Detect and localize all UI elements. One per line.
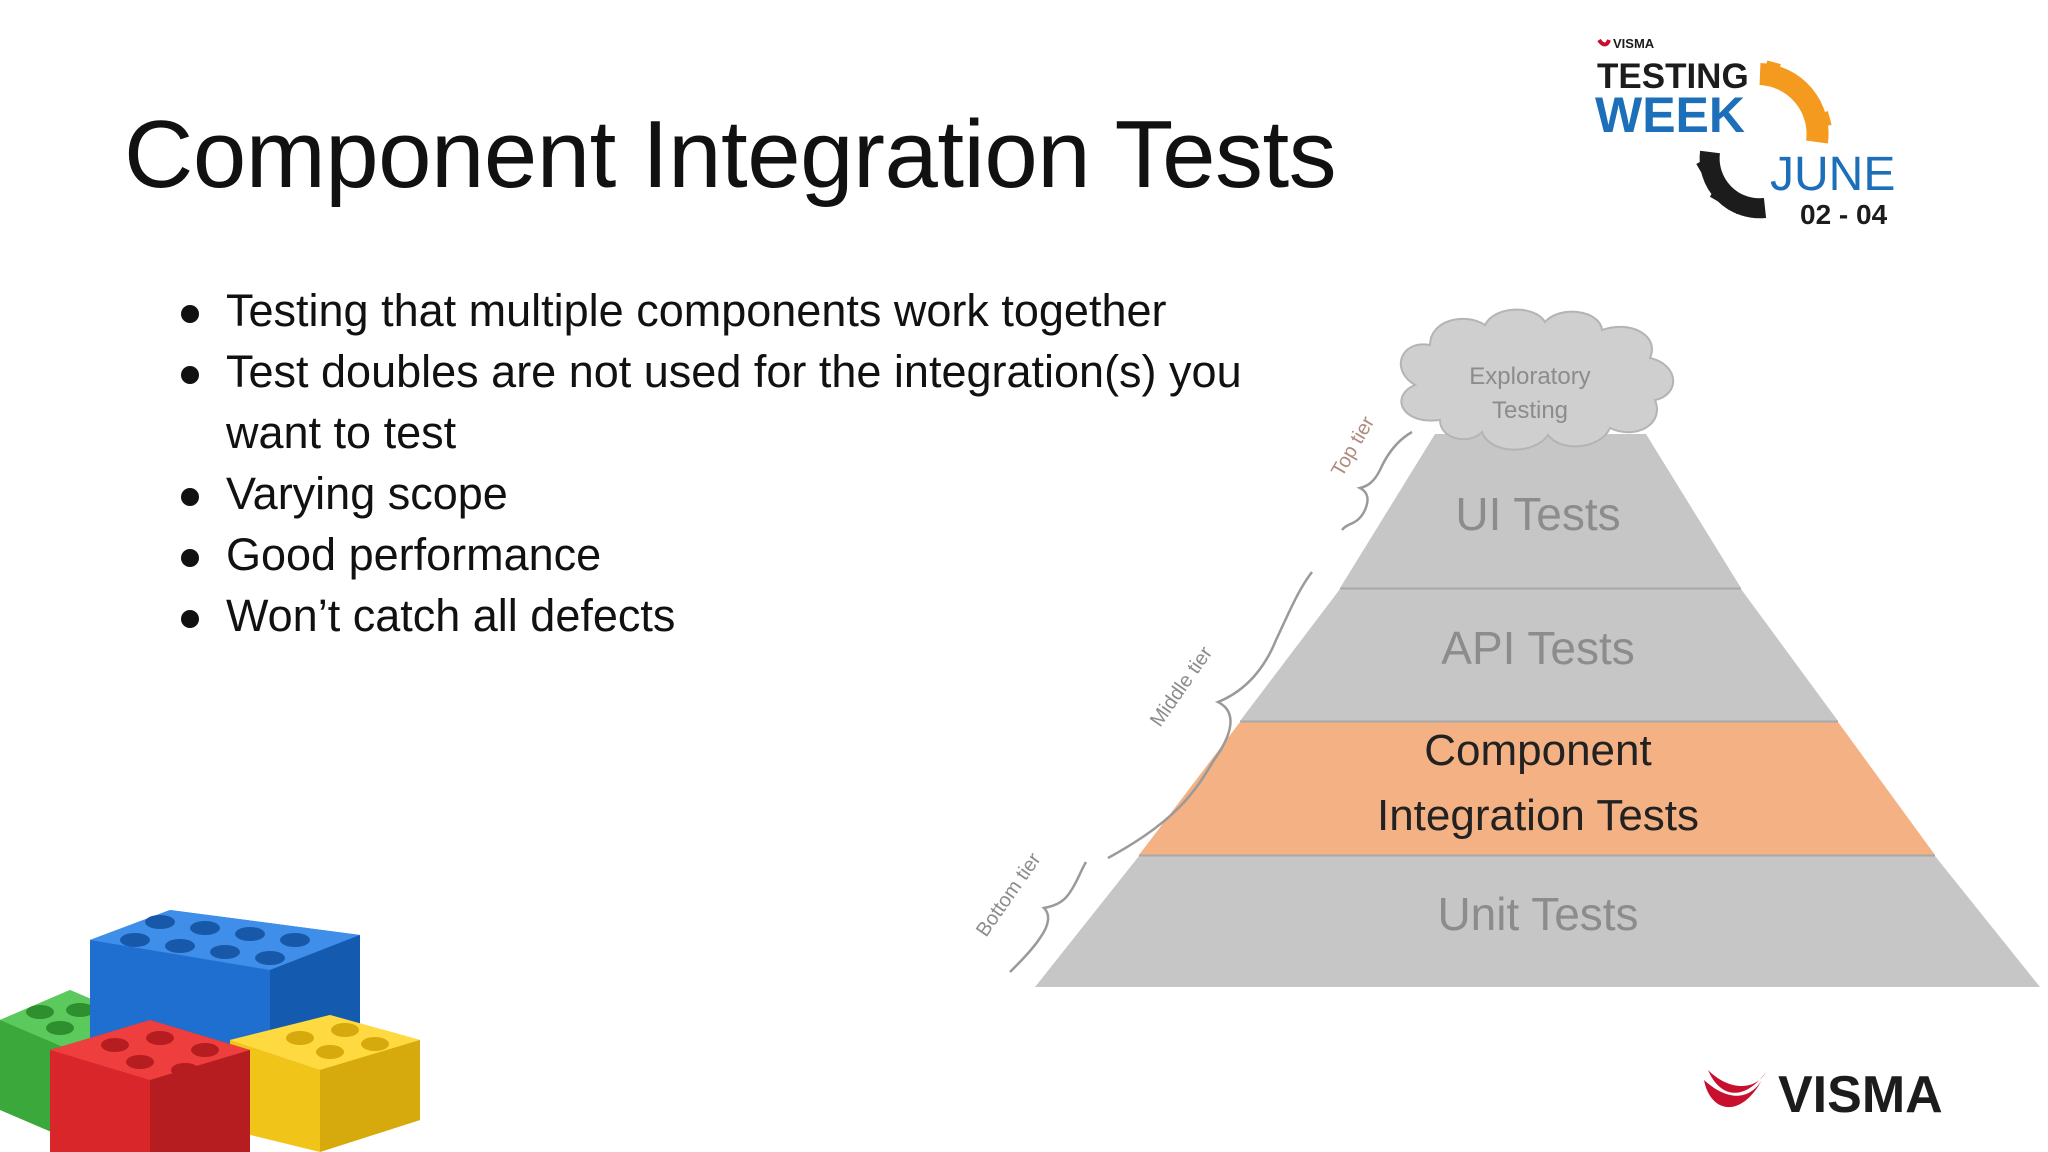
pyramid-layer-api [1240, 589, 1838, 721]
pyramid-layer-ui [1340, 434, 1741, 588]
gear-icon [1696, 60, 1832, 219]
exploratory-cloud [1399, 308, 1675, 451]
bullet-item: Testing that multiple components work to… [176, 280, 1256, 341]
testing-week-brand: VISMA [1613, 36, 1655, 51]
slide-title: Component Integration Tests [124, 101, 1337, 208]
lego-bricks-image [0, 910, 420, 1152]
bullet-item: Varying scope [176, 463, 1256, 524]
layer-label-component-1: Component [1424, 726, 1651, 775]
visma-wordmark: VISMA [1778, 1066, 1943, 1124]
bullet-list: Testing that multiple components work to… [176, 280, 1256, 646]
tier-label-middle: Middle tier [1146, 642, 1217, 730]
cloud-label-line1: Exploratory [1469, 363, 1590, 390]
yellow-brick [230, 1015, 420, 1152]
tier-label-top: Top tier [1327, 412, 1379, 480]
layer-label-component-2: Integration Tests [1377, 791, 1699, 840]
visma-logo: VISMA [1704, 1066, 1943, 1124]
bullet-item: Test doubles are not used for the integr… [176, 341, 1256, 463]
bullet-item: Won’t catch all defects [176, 585, 1256, 646]
bullet-item: Good performance [176, 524, 1256, 585]
testing-week-logo: VISMA TESTING WEEK JUNE 02 - 04 [1595, 36, 1895, 230]
pyramid-layer-unit [1035, 856, 2040, 987]
layer-label-ui: UI Tests [1455, 488, 1620, 540]
testing-week-line2: WEEK [1595, 87, 1745, 143]
layer-label-unit: Unit Tests [1437, 888, 1638, 940]
testing-week-dates: 02 - 04 [1800, 199, 1888, 230]
red-brick [50, 1020, 250, 1152]
visma-swoosh-icon [1704, 1070, 1766, 1108]
pyramid-layer-component [1139, 722, 1935, 855]
cloud-label-line2: Testing [1492, 397, 1568, 424]
testing-week-line1: TESTING [1597, 57, 1749, 96]
visma-swoosh-icon [1597, 38, 1611, 47]
tier-label-bottom: Bottom tier [972, 849, 1046, 941]
layer-label-api: API Tests [1441, 622, 1634, 674]
testing-week-month: JUNE [1770, 148, 1895, 201]
